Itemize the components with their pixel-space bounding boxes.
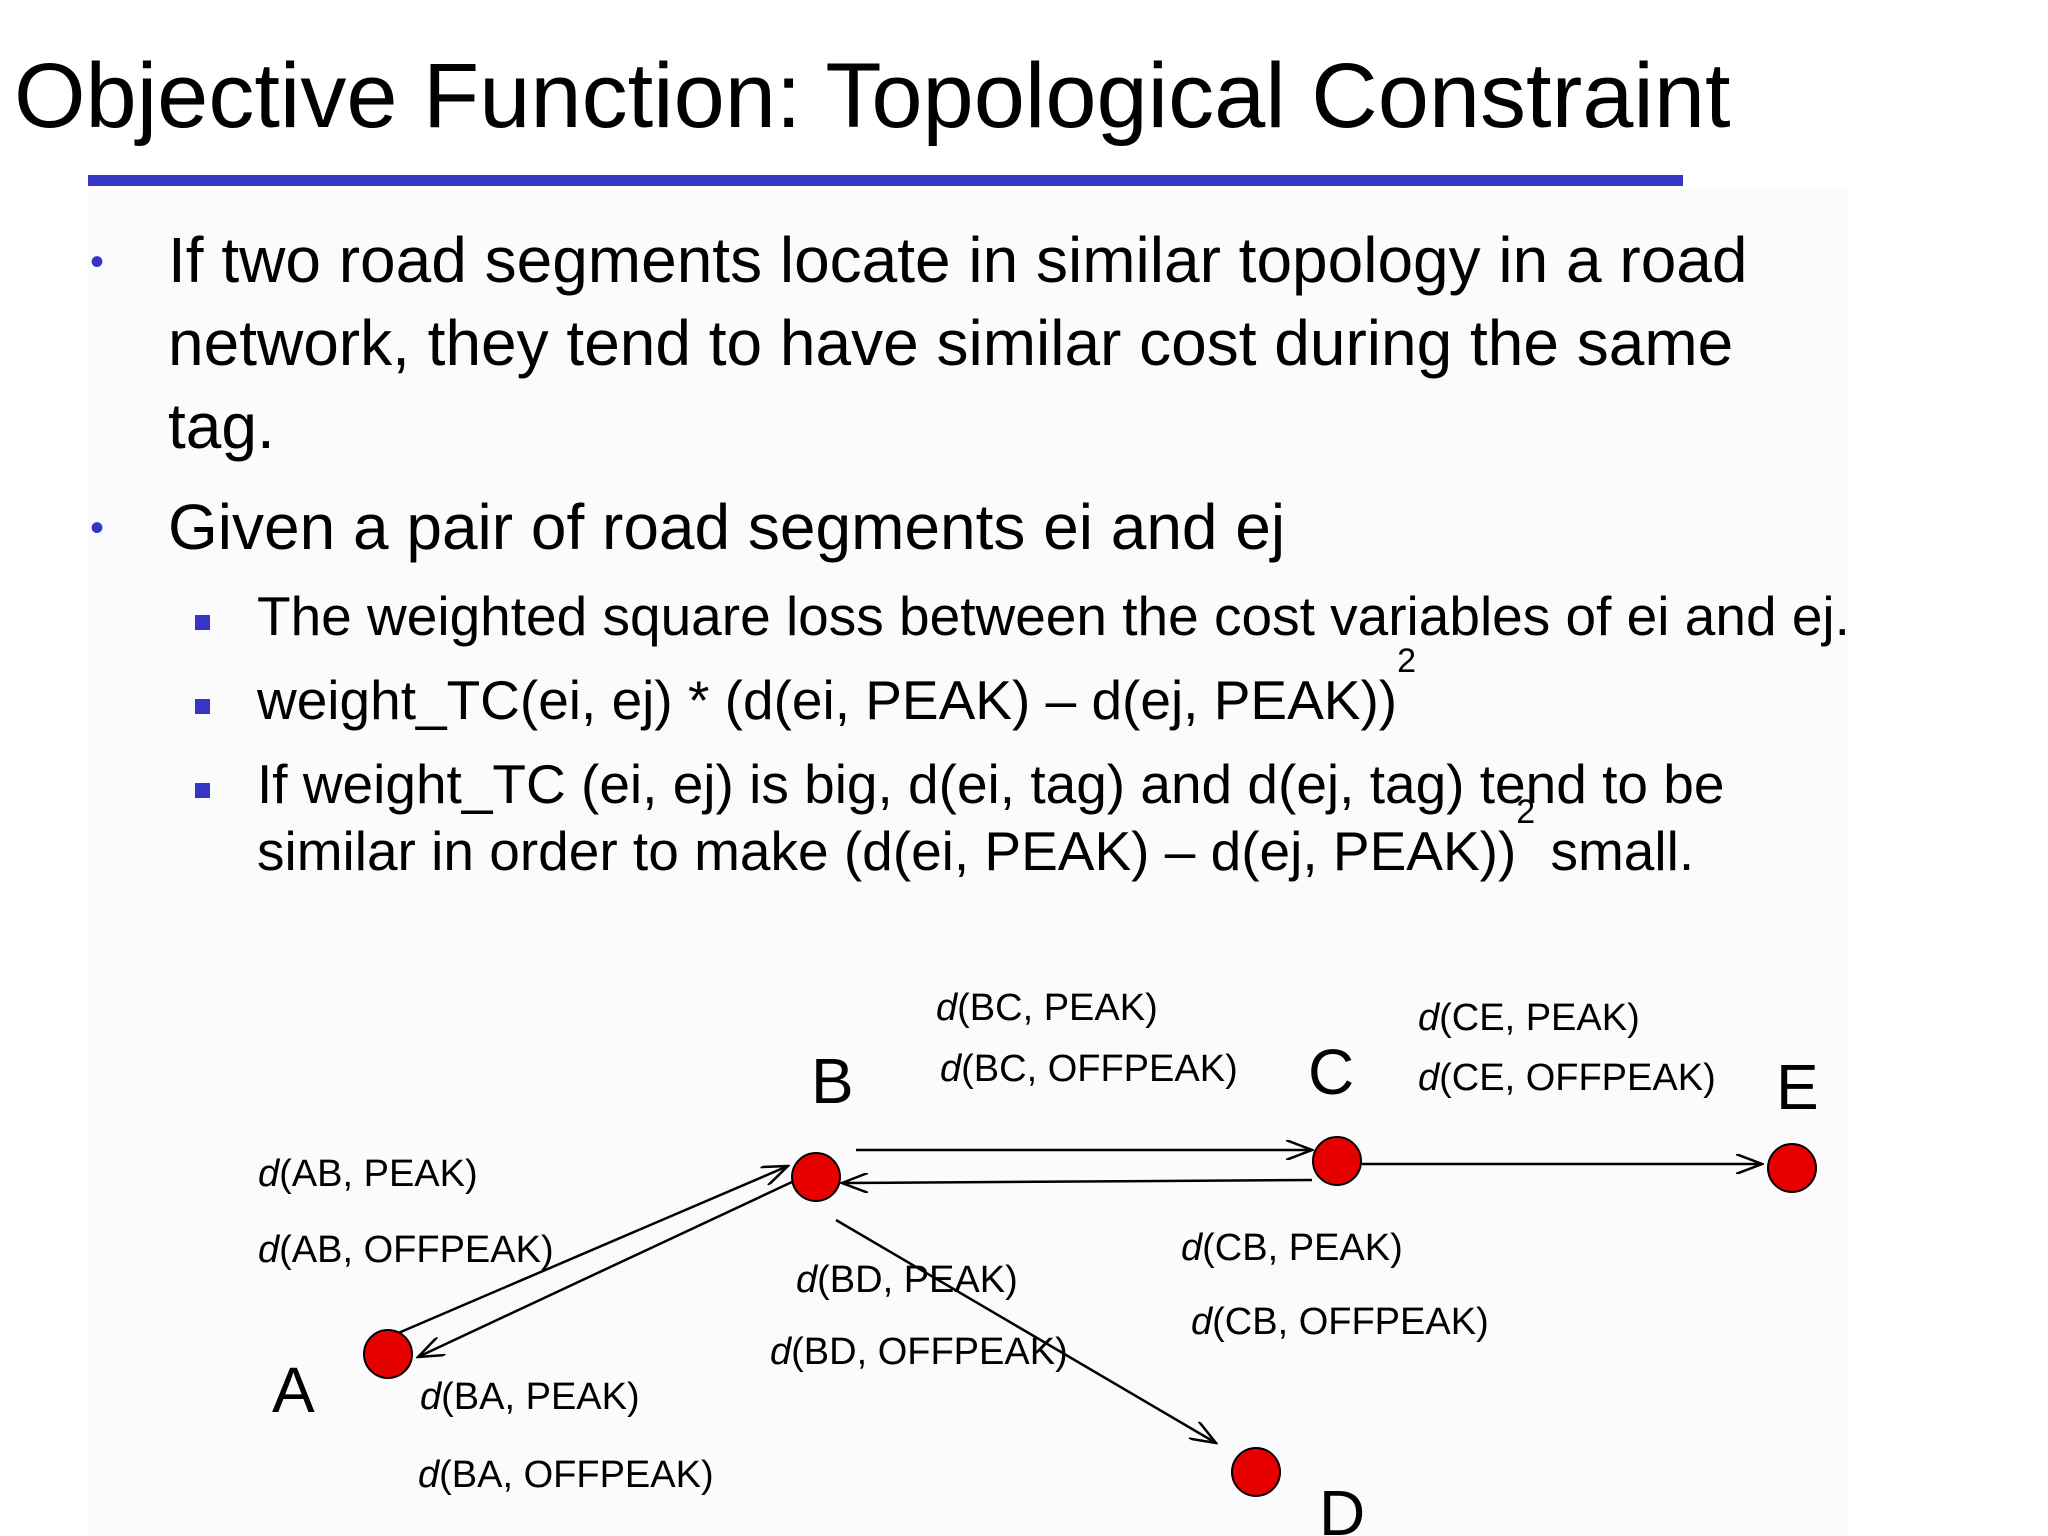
edge-label-text: (AB, PEAK) <box>279 1153 478 1195</box>
sub-bullet-1: The weighted square loss between the cos… <box>257 585 1850 647</box>
slide-body-background <box>88 190 1848 1536</box>
sub-bullet-3-line-1: If weight_TC (ei, ej) is big, d(ei, tag)… <box>257 753 1725 815</box>
bullet-2-line-1: Given a pair of road segments ei and ej <box>168 491 1286 563</box>
edge-b-a <box>418 1180 793 1357</box>
bullet-marker: • <box>90 506 105 550</box>
edge-a-b <box>395 1166 788 1336</box>
node-label-e: E <box>1776 1051 1819 1123</box>
edge-label-text: (BC, OFFPEAK) <box>961 1048 1238 1090</box>
sub-bullet-2-superscript: 2 <box>1397 642 1417 680</box>
edge-label-ab-offpeak: d(AB, OFFPEAK) <box>258 1229 554 1271</box>
node-label-d: D <box>1319 1477 1365 1536</box>
node-d <box>1231 1447 1281 1497</box>
sub-bullet-2: weight_TC(ei, ej) * (d(ei, PEAK) – d(ej,… <box>257 644 1416 734</box>
label-function-d: d <box>1418 1057 1441 1099</box>
edge-label-bd-peak: d(BD, PEAK) <box>796 1259 1018 1301</box>
label-function-d: d <box>420 1376 443 1418</box>
sub-bullet-marker <box>195 783 210 798</box>
edge-label-text: (CB, OFFPEAK) <box>1212 1301 1489 1343</box>
bullet-1-line-3: tag. <box>168 390 275 462</box>
label-function-d: d <box>418 1454 441 1496</box>
label-function-d: d <box>936 987 959 1029</box>
edge-label-text: (BA, OFFPEAK) <box>439 1454 713 1496</box>
title-underline <box>88 175 1683 186</box>
edge-c-b <box>842 1180 1313 1183</box>
bullet-marker: • <box>90 240 105 284</box>
bullet-1-line-1: If two road segments locate in similar t… <box>168 224 1748 296</box>
sub-bullet-2-text: weight_TC(ei, ej) * (d(ei, PEAK) – d(ej,… <box>257 669 1398 731</box>
edge-label-text: (BD, PEAK) <box>817 1259 1018 1301</box>
edge-b-d <box>835 1218 1216 1443</box>
sub-bullet-3-superscript: 2 <box>1516 793 1536 831</box>
edge-label-text: (AB, OFFPEAK) <box>279 1229 553 1271</box>
edge-label-bc-offpeak: d(BC, OFFPEAK) <box>940 1048 1238 1090</box>
edge-label-ce-offpeak: d(CE, OFFPEAK) <box>1418 1057 1716 1099</box>
edge-label-text: (CB, PEAK) <box>1202 1227 1403 1269</box>
label-function-d: d <box>1181 1227 1204 1269</box>
edge-label-ab-peak: d(AB, PEAK) <box>258 1153 478 1195</box>
edge-label-cb-offpeak: d(CB, OFFPEAK) <box>1191 1301 1489 1343</box>
slide-title: Objective Function: Topological Constrai… <box>14 45 1731 147</box>
node-b <box>791 1152 841 1202</box>
label-function-d: d <box>796 1259 819 1301</box>
edge-label-ba-peak: d(BA, PEAK) <box>420 1376 640 1418</box>
bullet-1-line-2: network, they tend to have similar cost … <box>168 307 1734 379</box>
label-function-d: d <box>258 1229 281 1271</box>
label-function-d: d <box>940 1048 963 1090</box>
node-label-c: C <box>1308 1036 1354 1108</box>
sub-bullet-3-line-2-text: similar in order to make (d(ei, PEAK) – … <box>257 820 1517 882</box>
label-function-d: d <box>258 1153 281 1195</box>
edge-label-text: (BD, OFFPEAK) <box>791 1331 1068 1373</box>
node-label-a: A <box>272 1354 315 1426</box>
sub-bullet-marker <box>195 699 210 714</box>
sub-bullet-3-line-2-tail: small. <box>1535 820 1695 882</box>
label-function-d: d <box>1191 1301 1214 1343</box>
node-c <box>1312 1136 1362 1186</box>
edge-label-text: (BA, PEAK) <box>441 1376 640 1418</box>
node-e <box>1767 1143 1817 1193</box>
edge-label-ce-peak: d(CE, PEAK) <box>1418 997 1640 1039</box>
edge-label-bc-peak: d(BC, PEAK) <box>936 987 1158 1029</box>
sub-bullet-3-line-2: similar in order to make (d(ei, PEAK) – … <box>257 795 1695 885</box>
label-function-d: d <box>1418 997 1441 1039</box>
label-function-d: d <box>770 1331 793 1373</box>
edge-label-text: (BC, PEAK) <box>957 987 1158 1029</box>
edge-label-cb-peak: d(CB, PEAK) <box>1181 1227 1403 1269</box>
node-label-b: B <box>811 1045 854 1117</box>
node-a <box>363 1329 413 1379</box>
edge-label-bd-offpeak: d(BD, OFFPEAK) <box>770 1331 1068 1373</box>
edge-label-ba-offpeak: d(BA, OFFPEAK) <box>418 1454 714 1496</box>
edge-label-text: (CE, PEAK) <box>1439 997 1640 1039</box>
edge-label-text: (CE, OFFPEAK) <box>1439 1057 1716 1099</box>
sub-bullet-marker <box>195 615 210 630</box>
